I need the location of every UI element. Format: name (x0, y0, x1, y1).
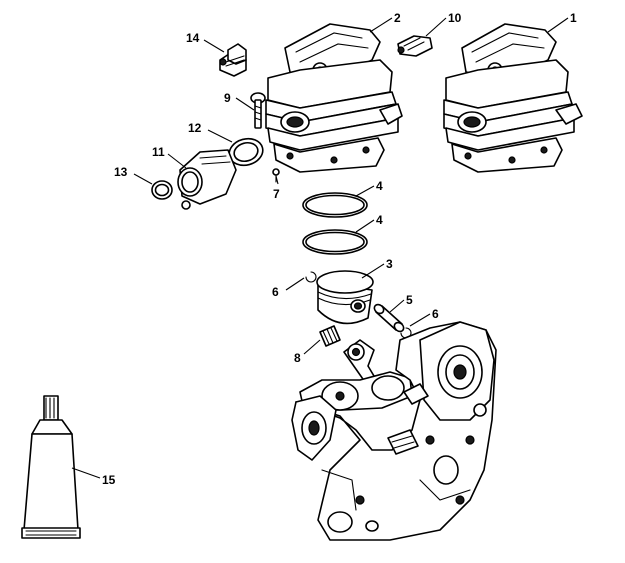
callout-11: 11 (152, 145, 165, 159)
callout-1: 1 (570, 11, 577, 25)
leader-8 (303, 339, 321, 355)
leader-2 (369, 17, 393, 33)
cylinder-with-fittings (265, 23, 403, 173)
decompression-valve (219, 43, 247, 77)
callout-5: 5 (406, 293, 413, 307)
leader-4b (355, 219, 375, 233)
cylinder (443, 23, 583, 173)
leader-3 (361, 263, 385, 279)
screw (250, 92, 266, 129)
callout-9: 9 (224, 91, 231, 105)
piston-rings (302, 192, 368, 255)
leader-12 (207, 129, 233, 143)
leader-15 (71, 467, 101, 479)
leader-6a (285, 277, 305, 291)
callout-6b: 6 (432, 307, 439, 321)
callout-2: 2 (394, 11, 401, 25)
callout-12: 12 (188, 121, 202, 135)
leader-1 (547, 17, 569, 33)
grease-tube (21, 395, 81, 539)
spark-plug-fitting (397, 35, 433, 57)
crankcase-assembly (291, 321, 497, 541)
piston (316, 270, 374, 325)
leader-lines (71, 17, 569, 479)
sealing-ring (228, 137, 264, 167)
callout-13: 13 (114, 165, 128, 179)
piston-pin (373, 303, 405, 333)
leader-14 (203, 39, 225, 53)
callout-3: 3 (386, 257, 393, 271)
callout-6a: 6 (272, 285, 279, 299)
intake-manifold (177, 149, 237, 210)
leader-10 (425, 17, 447, 37)
callout-4a: 4 (376, 179, 383, 193)
callout-15: 15 (102, 473, 116, 487)
leader-4a (355, 185, 375, 197)
leader-5 (389, 299, 405, 313)
needle-cage (319, 325, 341, 347)
leader-9 (235, 97, 255, 111)
small-screw (272, 168, 280, 183)
leader-6b (409, 313, 431, 327)
callout-labels: 1 2 3 4 4 5 6 6 7 8 9 10 11 12 13 14 15 (102, 11, 577, 487)
callout-8: 8 (294, 351, 301, 365)
callout-7: 7 (273, 187, 280, 201)
callout-14: 14 (186, 31, 200, 45)
clamp-ring (151, 180, 173, 200)
leader-7 (275, 175, 279, 185)
leader-13 (133, 173, 153, 185)
leader-11 (167, 153, 187, 169)
callout-4b: 4 (376, 213, 383, 227)
callout-10: 10 (448, 11, 462, 25)
